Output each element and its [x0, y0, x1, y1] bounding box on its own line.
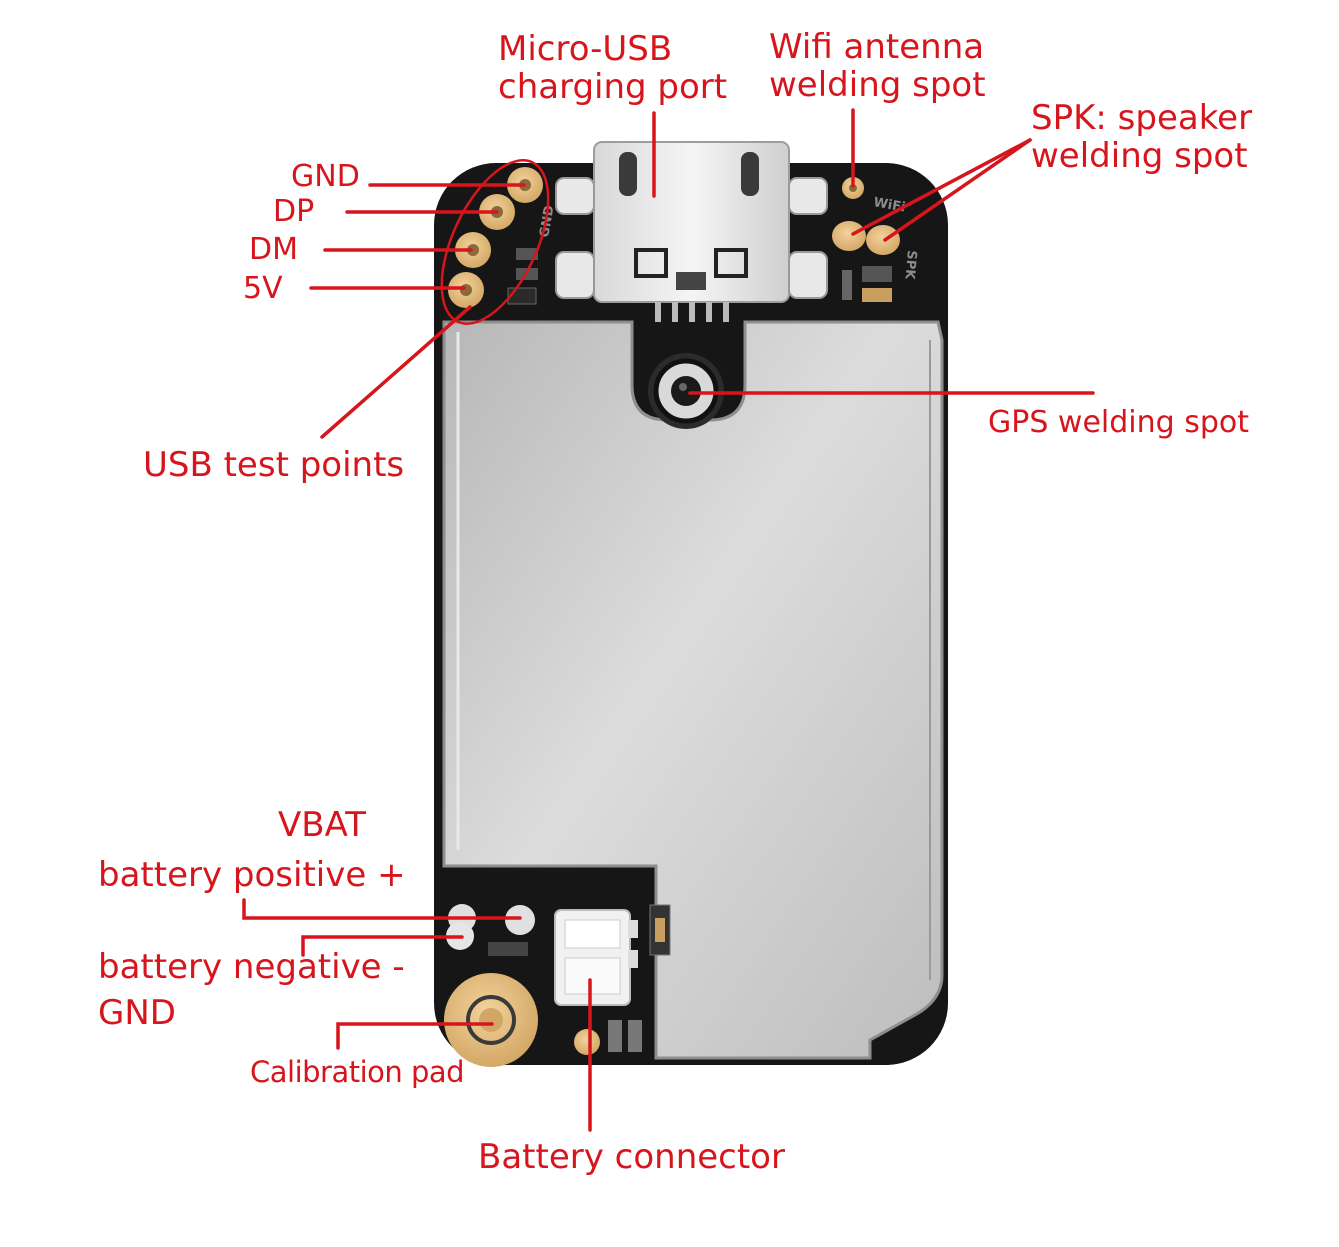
spk-pad-left: [832, 221, 866, 251]
silkscreen-gnd: GND: [537, 204, 557, 239]
usb-test-points-outline: [440, 159, 550, 325]
leader-vbat: [242, 898, 522, 920]
vbat-pad: [505, 905, 535, 935]
label-vbat-line1: VBAT: [278, 805, 366, 845]
gps-connector-icon: [648, 353, 724, 429]
label-micro-usb: Micro-USB charging port: [498, 30, 727, 106]
leader-battery-negative: [301, 935, 464, 957]
label-micro-usb-line1: Micro-USB: [498, 29, 673, 69]
label-battery-negative-line2: GND: [98, 993, 176, 1033]
label-gps: GPS welding spot: [988, 405, 1250, 440]
label-battery-connector: Battery connector: [478, 1137, 785, 1177]
label-wifi: Wifi antenna welding spot: [769, 28, 986, 104]
calibration-pad-icon: [444, 973, 538, 1067]
leader-spk-left: [851, 138, 1032, 236]
label-gnd: GND: [291, 159, 360, 194]
label-dp: DP: [273, 194, 315, 229]
metal-shield: [442, 320, 944, 1060]
label-spk-line2: welding spot: [1031, 136, 1248, 176]
label-spk-line1: SPK: speaker: [1031, 98, 1253, 138]
silkscreen-spk: SPK: [901, 250, 919, 281]
label-micro-usb-line2: charging port: [498, 67, 728, 107]
label-vbat-line2: battery positive +: [98, 855, 406, 895]
battery-connector-icon: [554, 909, 638, 1006]
label-wifi-line2: welding spot: [769, 65, 986, 105]
annotation-lines: [242, 108, 1095, 1132]
spk-pad-right: [866, 225, 900, 255]
label-battery-negative: battery negative - GND: [98, 948, 405, 1032]
leader-spk-right: [883, 138, 1032, 242]
label-wifi-line1: Wifi antenna: [769, 27, 985, 67]
label-usb-test-points: USB test points: [143, 445, 405, 485]
leader-usb-test: [320, 305, 472, 439]
label-calibration-pad: Calibration pad: [250, 1055, 465, 1089]
label-spk: SPK: speaker welding spot: [1031, 99, 1252, 175]
micro-usb-port-icon: [555, 141, 828, 322]
label-dm: DM: [249, 232, 298, 267]
label-battery-negative-line1: battery negative -: [98, 947, 405, 987]
label-vbat: VBAT battery positive +: [98, 806, 406, 894]
label-5v: 5V: [243, 271, 283, 306]
usb-test-pads: [448, 167, 543, 308]
leader-calibration: [336, 1022, 494, 1050]
